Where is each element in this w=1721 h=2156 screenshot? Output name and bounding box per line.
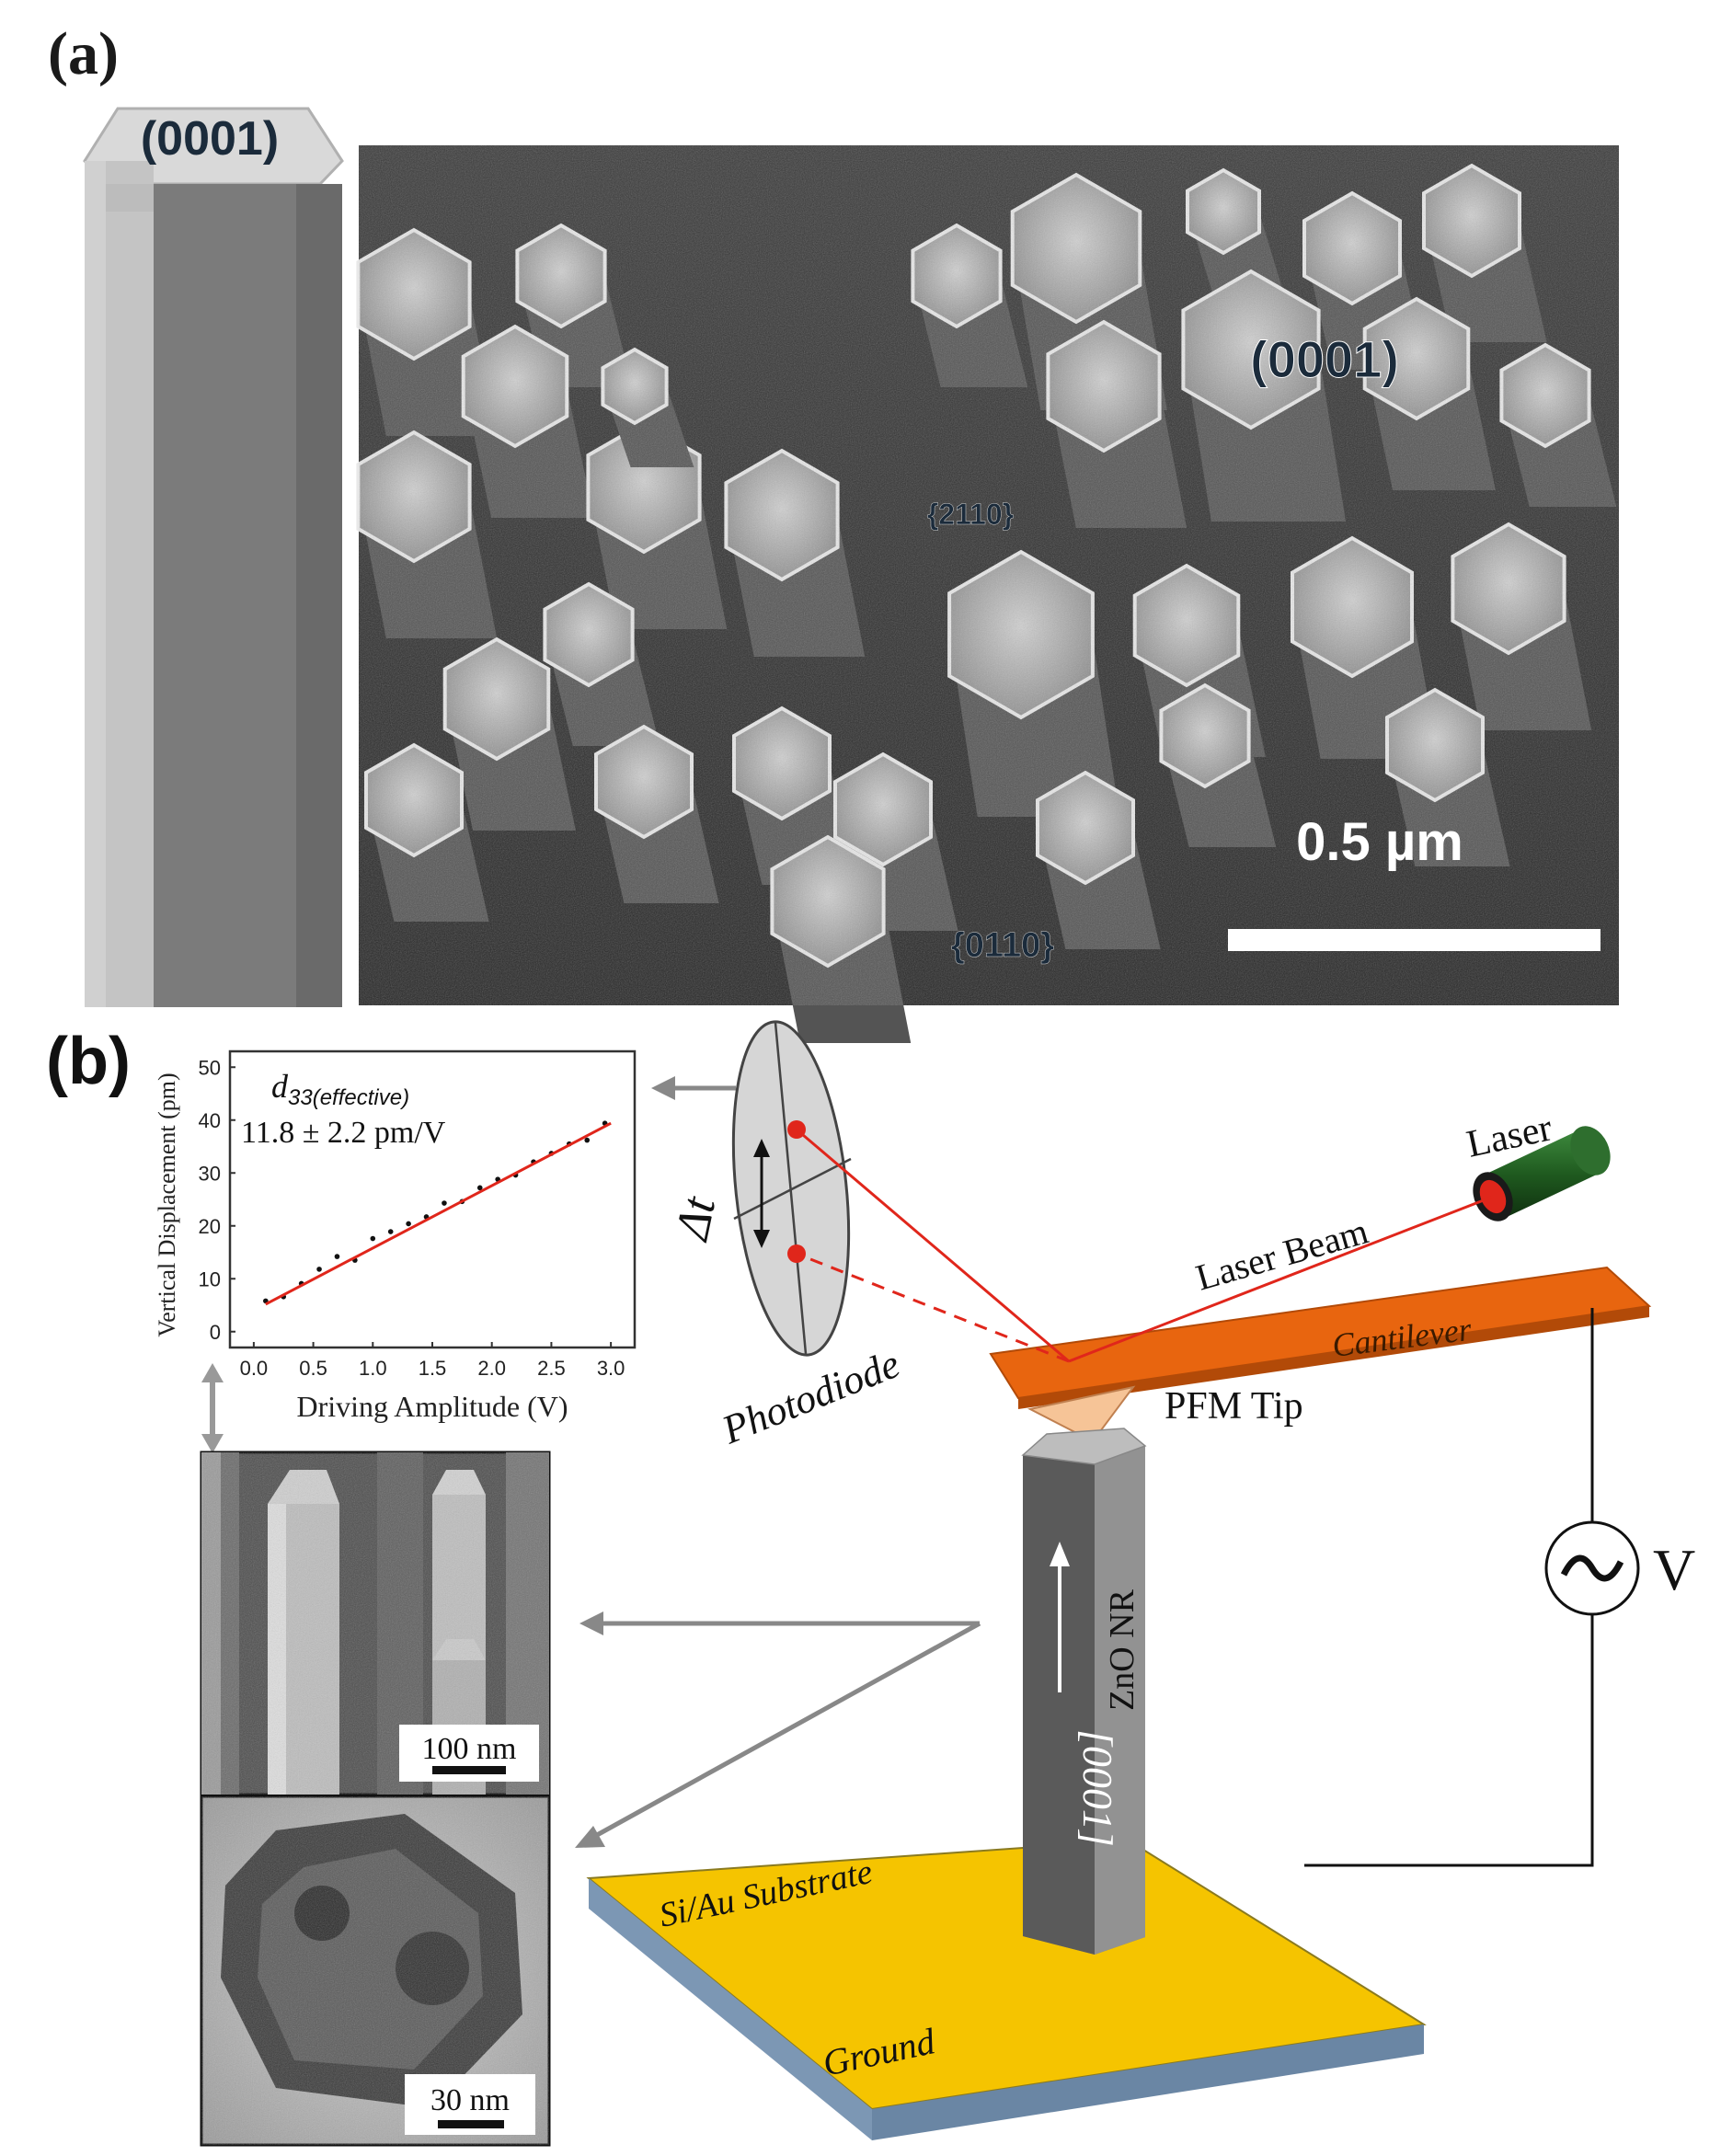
si-au-substrate — [586, 1839, 1427, 2140]
tem-inset-scale-label: 30 nm — [430, 2083, 510, 2117]
photodiode-label: Photodiode — [715, 1341, 905, 1453]
double-arrow-chart-sem — [201, 1363, 224, 1453]
sem-side-facet-label-2110: {2110} — [927, 498, 1014, 531]
arrows-rod-to-insets — [575, 1611, 981, 1848]
photodiode — [731, 1020, 852, 1357]
pfm-tip-label: PFM Tip — [1165, 1385, 1303, 1428]
circuit-wire — [1304, 1308, 1594, 1867]
laser-beam-label: Laser Beam — [1191, 1210, 1372, 1298]
chart-x-tick-label: 1.5 — [419, 1357, 447, 1380]
voltage-label: V — [1653, 1537, 1695, 1602]
panel-b-label: (b) — [46, 1025, 131, 1098]
ac-voltage-source — [1544, 1520, 1640, 1616]
d33-symbol: d — [271, 1068, 289, 1105]
chart-fit-line — [265, 1121, 612, 1306]
chart-x-tick-label: 0.5 — [299, 1357, 327, 1380]
chart-x-tick-label: 3.0 — [597, 1357, 625, 1380]
sem-image-nanorods — [356, 145, 1619, 1043]
chart-x-tick-label: 2.0 — [477, 1357, 506, 1380]
direction-label: [0001] — [1074, 1729, 1121, 1847]
chart-x-tick-label: 0.0 — [240, 1357, 269, 1380]
chart-xlabel: Driving Amplitude (V) — [296, 1390, 568, 1423]
chart-ylabel: Vertical Displacement (pm) — [154, 1072, 180, 1336]
schematic-facet-label: (0001) — [141, 112, 279, 166]
chart-x-tick-label: 1.0 — [359, 1357, 387, 1380]
tem-inset-top-view — [200, 1795, 551, 2147]
d33-subscript: 33(effective) — [288, 1085, 409, 1110]
chart-y-tick-label: 40 — [199, 1109, 221, 1132]
chart-y-tick-label: 0 — [210, 1321, 221, 1344]
zno-nanorod — [1021, 1428, 1147, 1955]
chart-data-point — [387, 1229, 394, 1234]
pfm-tip — [1027, 1385, 1136, 1443]
chart-data-point — [370, 1235, 376, 1242]
cantilever — [989, 1266, 1652, 1409]
hexagonal-rod-schematic — [83, 107, 344, 1007]
chart-plot-frame — [228, 1049, 637, 1349]
sem-side-facet-label-0110: {0110} — [951, 926, 1054, 965]
sem-scale-bar — [1228, 929, 1601, 951]
laser-beam — [796, 1128, 1494, 1363]
sem-scale-label: 0.5 µm — [1296, 812, 1463, 872]
chart-data-point — [334, 1254, 340, 1259]
chart-d33-label: d33(effective) — [271, 1068, 409, 1110]
chart-data-point — [476, 1185, 483, 1191]
chart-x-tick-label: 2.5 — [537, 1357, 566, 1380]
chart-y-tick-label: 20 — [199, 1215, 221, 1238]
chart-y-tick-label: 30 — [199, 1162, 221, 1185]
polarity-arrow-head — [1050, 1542, 1070, 1566]
chart-data-point — [406, 1221, 411, 1227]
d33-scatter-chart: 0.0 0.5 1.0 1.5 2.0 2.5 3.0 0 10 20 30 40 50 — [199, 1049, 637, 1380]
delta-t-label: Δt — [666, 1191, 727, 1245]
chart-y-tick-label: 50 — [199, 1056, 221, 1079]
zno-nr-label: ZnO NR — [1103, 1588, 1142, 1711]
sem-top-facet-label: (0001) — [1250, 330, 1399, 388]
chart-d33-value: 11.8 ± 2.2 pm/V — [241, 1116, 446, 1150]
chart-y-tick-label: 10 — [199, 1267, 221, 1290]
sem-inset-side-view — [200, 1451, 551, 1796]
chart-data-point — [584, 1137, 591, 1143]
chart-data-point — [442, 1200, 447, 1206]
panel-a-label: (a) — [48, 20, 119, 87]
arrowhead-to-chart — [651, 1076, 675, 1100]
sem-inset-scale-label: 100 nm — [422, 1732, 517, 1766]
chart-data-point — [316, 1267, 322, 1272]
